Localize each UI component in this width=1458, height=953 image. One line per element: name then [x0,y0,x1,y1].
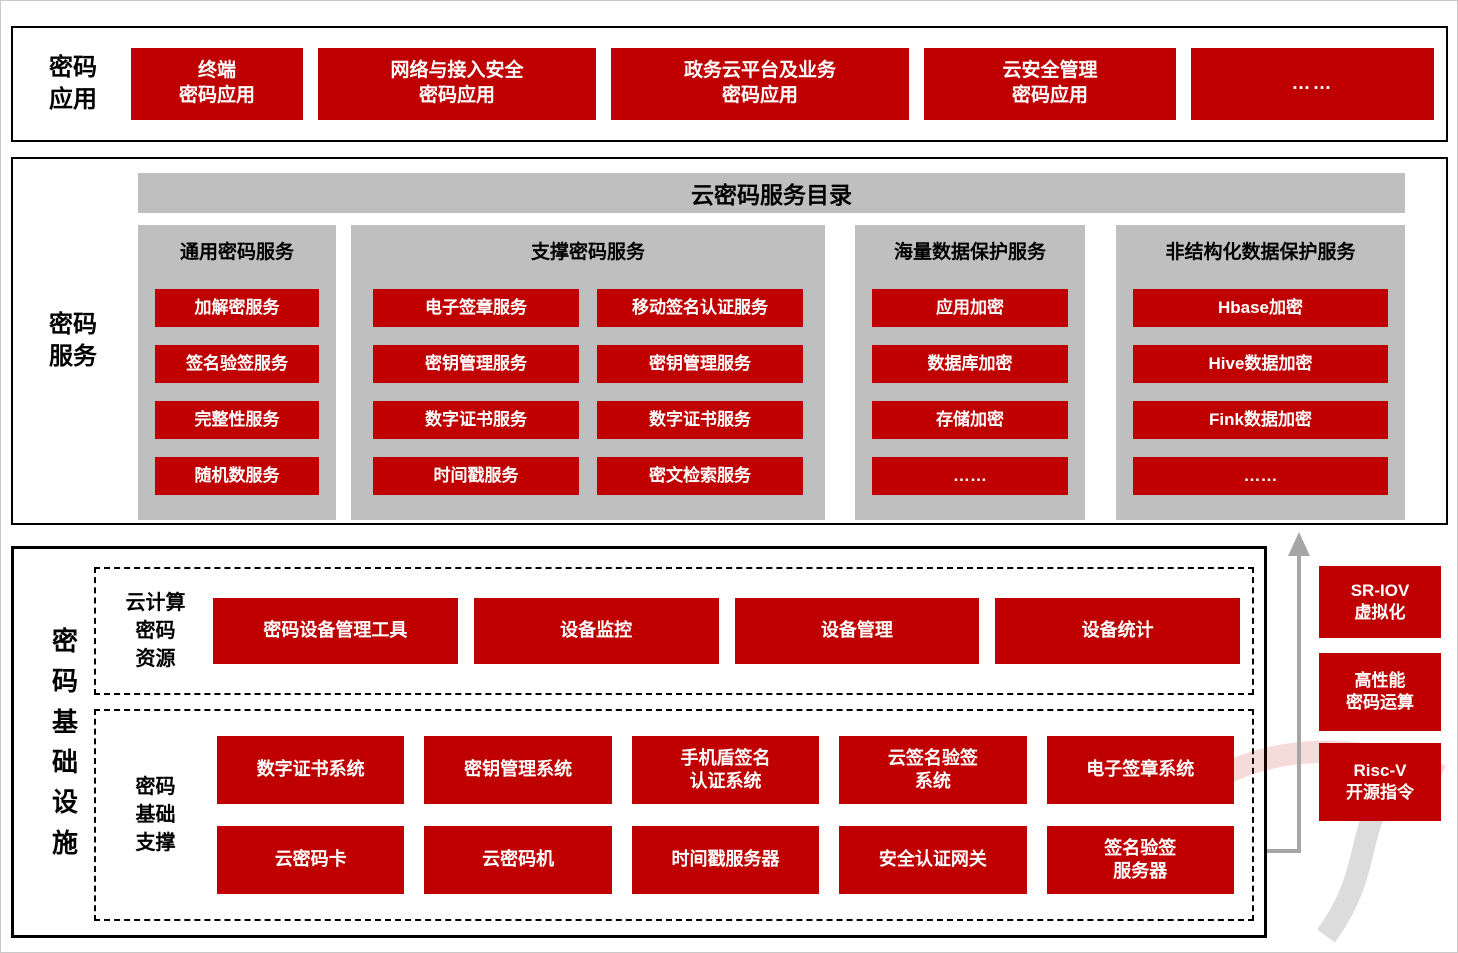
panel-title: 通用密码服务 [179,241,294,263]
service-item: 应用加密 [872,289,1068,327]
app-box-gov-cloud: 政务云平台及业务 密码应用 [611,48,909,120]
up-arrow-icon [1267,532,1310,853]
panel-items: 加解密服务 签名验签服务 完整性服务 随机数服务 [138,275,336,495]
service-item: 密文检索服务 [597,457,803,495]
app-layer-section: 密码 应用 终端 密码应用 网络与接入安全 密码应用 政务云平台及业务 密码应用… [11,26,1448,142]
base-support-label: 密码 基础 支撑 [135,776,176,854]
app-box-network-access: 网络与接入安全 密码应用 [318,48,596,120]
infra-box-device-manage: 设备管理 [734,598,980,664]
infra-box-cloud-sign-verify: 云签名验签 系统 [839,736,1027,804]
infra-box-key-mgmt-system: 密钥管理系统 [424,736,612,804]
service-layer-label: 密码 服务 [49,310,97,370]
panel-unstructured-data-protection: 非结构化数据保护服务 Hbase加密 Hive数据加密 Fink数据加密 …… [1116,225,1405,520]
right-box-riscv: Risc-V 开源指令 [1319,743,1441,821]
infrastructure-label: 密 码 基 础 设 施 [51,626,78,858]
panel-supporting-crypto: 支撑密码服务 电子签章服务 移动签名认证服务 密钥管理服务 密钥管理服务 数字证… [351,225,825,520]
service-layer-section: 密码 服务 云密码服务目录 通用密码服务 加解密服务 签名验签服务 完整性服务 … [11,157,1448,525]
right-box-sriov: SR-IOV 虚拟化 [1319,566,1441,638]
infra-box-digital-cert-system: 数字证书系统 [217,736,405,804]
service-item: 随机数服务 [155,457,319,495]
app-box-ellipsis: …… [1191,48,1434,120]
service-item: Fink数据加密 [1133,401,1388,439]
app-layer-boxes: 终端 密码应用 网络与接入安全 密码应用 政务云平台及业务 密码应用 云安全管理… [131,28,1434,140]
service-item: …… [872,457,1068,495]
service-item: 数字证书服务 [373,401,579,439]
service-panels: 通用密码服务 加解密服务 签名验签服务 完整性服务 随机数服务 支撑密码服务 电… [138,225,1405,520]
app-layer-label: 密码 应用 [49,53,97,113]
infra-box-mobile-shield-sign: 手机盾签名 认证系统 [631,736,820,804]
app-box-terminal: 终端 密码应用 [131,48,303,120]
infra-box-device-mgmt-tool: 密码设备管理工具 [213,598,458,664]
infrastructure-section: 密 码 基 础 设 施 云计算 密码 资源 密码设备管理工具 设备监控 设备管理… [11,546,1267,938]
panel-title: 非结构化数据保护服务 [1165,241,1356,263]
panel-general-crypto: 通用密码服务 加解密服务 签名验签服务 完整性服务 随机数服务 [138,225,336,520]
panel-massive-data-protection: 海量数据保护服务 应用加密 数据库加密 存储加密 …… [855,225,1085,520]
cloud-resources-label: 云计算 密码 资源 [125,592,186,670]
service-item: 电子签章服务 [373,289,579,327]
infra-box-cloud-crypto-card: 云密码卡 [217,826,405,894]
infra-box-secure-auth-gateway: 安全认证网关 [839,826,1027,894]
infra-box-timestamp-server: 时间戳服务器 [631,826,820,894]
panel-title: 支撑密码服务 [530,241,645,263]
infra-box-cloud-crypto-machine: 云密码机 [424,826,612,894]
service-item: …… [1133,457,1388,495]
panel-items: Hbase加密 Hive数据加密 Fink数据加密 …… [1116,275,1405,495]
service-item: 完整性服务 [155,401,319,439]
panel-items: 电子签章服务 移动签名认证服务 密钥管理服务 密钥管理服务 数字证书服务 数字证… [351,275,825,495]
service-item: 时间戳服务 [373,457,579,495]
service-item: 移动签名认证服务 [597,289,803,327]
service-item: 存储加密 [872,401,1068,439]
crypto-base-support-box: 密码 基础 支撑 数字证书系统 密钥管理系统 手机盾签名 认证系统 云签名验签 … [94,709,1254,921]
cloud-resources-boxes: 密码设备管理工具 设备监控 设备管理 设备统计 [203,598,1240,664]
service-item: 签名验签服务 [155,345,319,383]
service-item: 数据库加密 [872,345,1068,383]
service-item: 密钥管理服务 [597,345,803,383]
infra-box-device-monitor: 设备监控 [473,598,719,664]
service-item: 数字证书服务 [597,401,803,439]
cloud-crypto-service-catalog-header: 云密码服务目录 [138,173,1405,213]
infra-box-eseal-system: 电子签章系统 [1046,736,1234,804]
right-box-high-perf-crypto: 高性能 密码运算 [1319,653,1441,731]
cloud-computing-crypto-resources-box: 云计算 密码 资源 密码设备管理工具 设备监控 设备管理 设备统计 [94,567,1254,695]
panel-title: 海量数据保护服务 [893,241,1046,263]
panel-items: 应用加密 数据库加密 存储加密 …… [855,275,1085,495]
service-item: Hive数据加密 [1133,345,1388,383]
infra-box-sign-verify-server: 签名验签 服务器 [1046,826,1234,894]
service-item: 密钥管理服务 [373,345,579,383]
service-item: 加解密服务 [155,289,319,327]
infra-box-device-stats: 设备统计 [995,598,1240,664]
service-item: Hbase加密 [1133,289,1388,327]
base-support-boxes: 数字证书系统 密钥管理系统 手机盾签名 认证系统 云签名验签 系统 电子签章系统… [203,736,1240,894]
app-box-cloud-security-mgmt: 云安全管理 密码应用 [924,48,1176,120]
